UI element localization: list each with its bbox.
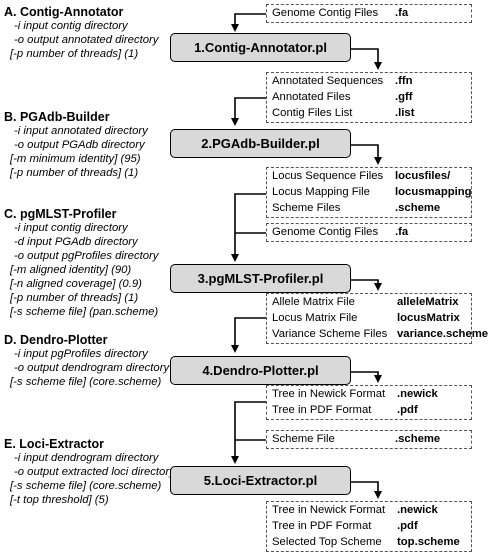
file-name: Scheme Files xyxy=(272,202,341,214)
file-ext: variance.scheme xyxy=(397,328,489,340)
file-name: Selected Top Scheme xyxy=(272,536,382,548)
arrow-out4-step5 xyxy=(231,401,266,464)
file-box-out3: Allele Matrix File alleleMatrix Locus Ma… xyxy=(266,293,488,344)
file-ext: .ffn xyxy=(395,75,413,87)
file-box-in1: Genome Contig Files .fa xyxy=(266,4,472,23)
step-c-option: [-n aligned coverage] (0.9) xyxy=(10,278,142,290)
step-e-option: [-t top threshold] (5) xyxy=(10,494,109,506)
arrow-out3-step4 xyxy=(231,317,266,353)
step-a-option: [-p number of threads] (1) xyxy=(10,48,139,60)
script-box-4: 4.Dendro-Plotter.pl xyxy=(170,356,351,385)
arrow-step1-out1 xyxy=(351,48,382,70)
file-name: Genome Contig Files xyxy=(272,226,379,238)
arrow-step3-out3 xyxy=(351,279,382,291)
step-e-option: -i input dendrogram directory xyxy=(14,452,159,464)
file-ext: .scheme xyxy=(395,202,441,214)
file-name: Locus Mapping File xyxy=(272,186,370,198)
file-name: Genome Contig Files xyxy=(272,7,379,19)
step-e-label: E. Loci-Extractor xyxy=(4,437,105,451)
step-e-option: -o output extracted loci directory xyxy=(14,466,175,478)
step-b-label: B. PGAdb-Builder xyxy=(4,110,110,124)
file-name: Scheme File xyxy=(272,433,335,445)
file-ext: .fa xyxy=(395,226,409,238)
file-box-out4: Tree in Newick Format .newick Tree in PD… xyxy=(266,385,472,420)
file-ext: .fa xyxy=(395,7,409,19)
step-b-option: -o output PGAdb directory xyxy=(14,139,145,151)
script-box-1: 1.Contig-Annotator.pl xyxy=(170,33,351,62)
step-c-label: C. pgMLST-Profiler xyxy=(4,207,117,221)
file-ext: .list xyxy=(395,107,415,119)
file-ext: .scheme xyxy=(395,433,441,445)
step-c-option: -i input contig directory xyxy=(14,222,128,234)
file-ext: top.scheme xyxy=(397,536,460,548)
step-a-option: -i input contig directory xyxy=(14,20,128,32)
step-c-option: [-p number of threads] (1) xyxy=(10,292,139,304)
step-a-label: A. Contig-Annotator xyxy=(4,5,124,19)
step-b-option: [-m minimum identity] (95) xyxy=(10,153,141,165)
file-ext: .newick xyxy=(397,504,438,516)
script-box-3: 3.pgMLST-Profiler.pl xyxy=(170,264,351,293)
step-d-label: D. Dendro-Plotter xyxy=(4,333,108,347)
step-a-option: -o output annotated directory xyxy=(14,34,159,46)
step-d-option: -i input pgProfiles directory xyxy=(14,348,148,360)
step-d-option: [-s scheme file] (core.scheme) xyxy=(10,376,162,388)
file-name: Allele Matrix File xyxy=(272,296,355,308)
step-c-option: -d input PGAdb directory xyxy=(14,236,138,248)
file-box-in3: Genome Contig Files .fa xyxy=(266,223,472,242)
file-ext: .newick xyxy=(397,388,438,400)
step-c-option: -o output pgProfiles directory xyxy=(14,250,159,262)
file-name: Annotated Files xyxy=(272,91,351,103)
file-name: Tree in Newick Format xyxy=(272,504,386,516)
step-e-option: [-s scheme file] (core.scheme) xyxy=(10,480,162,492)
step-b-option: [-p number of threads] (1) xyxy=(10,167,139,179)
file-name: Variance Scheme Files xyxy=(272,328,388,340)
file-name: Contig Files List xyxy=(272,107,353,119)
file-ext: locusfiles/ xyxy=(395,170,451,182)
step-c-option: [-s scheme file] (pan.scheme) xyxy=(10,306,159,318)
file-ext: .pdf xyxy=(397,404,418,416)
arrow-step4-out4 xyxy=(351,371,382,383)
step-c-option: [-m aligned identity] (90) xyxy=(10,264,132,276)
file-name: Tree in PDF Format xyxy=(272,520,372,532)
file-ext: locusMatrix xyxy=(397,312,460,324)
arrow-out2-step3 xyxy=(231,193,266,262)
file-ext: locusmapping xyxy=(395,186,472,198)
file-name: Locus Sequence Files xyxy=(272,170,384,182)
script-box-5: 5.Loci-Extractor.pl xyxy=(170,466,351,495)
file-ext: alleleMatrix xyxy=(397,296,459,308)
file-name: Tree in PDF Format xyxy=(272,404,372,416)
file-box-in5: Scheme File .scheme xyxy=(266,430,472,449)
file-box-out5: Tree in Newick Format .newick Tree in PD… xyxy=(266,501,472,552)
arrow-out1-step2 xyxy=(231,97,266,126)
file-box-out2: Locus Sequence Files locusfiles/ Locus M… xyxy=(266,167,472,218)
arrow-step5-out5 xyxy=(351,481,382,499)
step-b-option: -i input annotated directory xyxy=(14,125,148,137)
file-box-out1: Annotated Sequences .ffn Annotated Files… xyxy=(266,72,472,123)
step-d-option: -o output dendrogram directory xyxy=(14,362,170,374)
arrow-in1-step1 xyxy=(231,13,266,32)
arrow-step2-out2 xyxy=(351,144,382,165)
file-name: Locus Matrix File xyxy=(272,312,358,324)
file-name: Tree in Newick Format xyxy=(272,388,386,400)
file-ext: .pdf xyxy=(397,520,418,532)
script-box-2: 2.PGAdb-Builder.pl xyxy=(170,129,351,158)
file-name: Annotated Sequences xyxy=(272,75,384,87)
file-ext: .gff xyxy=(395,91,413,103)
